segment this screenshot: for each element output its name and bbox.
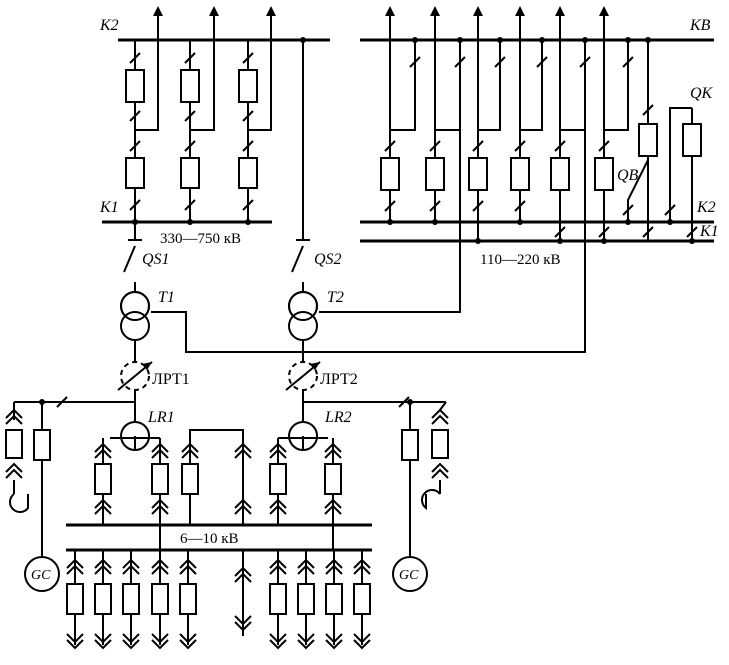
transformer-t1 <box>120 291 150 362</box>
circuit-breaker <box>238 69 258 103</box>
label-gc-left: GC <box>31 568 51 583</box>
circuit-breaker <box>125 69 145 103</box>
transformer-t2 <box>288 291 318 362</box>
label-lrt1: ЛРТ1 <box>152 371 190 388</box>
hv-switchgear <box>102 6 330 294</box>
circuit-breaker <box>594 157 614 191</box>
sectional-breaker <box>682 123 702 157</box>
circuit-breaker <box>238 157 258 189</box>
label-kb: KB <box>689 17 711 34</box>
label-hv-voltage: 330—750 кВ <box>160 231 241 247</box>
label-lv-voltage: 6—10 кВ <box>180 531 239 547</box>
label-k1-left: K1 <box>99 199 119 216</box>
label-qs2: QS2 <box>314 251 342 268</box>
label-k1-right: K1 <box>699 223 719 240</box>
label-qs1: QS1 <box>142 251 170 268</box>
label-lr1: LR1 <box>147 409 175 426</box>
label-k2-right: K2 <box>696 199 716 216</box>
circuit-breaker <box>380 157 400 191</box>
regulator-lrt2 <box>285 361 321 402</box>
lv-switchgear <box>5 396 449 649</box>
circuit-breaker <box>425 157 445 191</box>
circuit-breaker <box>468 157 488 191</box>
circuit-breaker <box>180 69 200 103</box>
circuit-breaker <box>125 157 145 189</box>
label-lr2: LR2 <box>324 409 352 426</box>
hv-bay <box>125 6 163 222</box>
label-gc-right: GC <box>399 568 419 583</box>
label-qk: QK <box>690 85 714 102</box>
label-mv-voltage: 110—220 кВ <box>480 252 561 268</box>
mv-switchgear <box>151 6 714 353</box>
label-t1: T1 <box>158 289 175 306</box>
hv-bay <box>180 6 219 222</box>
bus-coupler-breaker <box>638 123 658 157</box>
label-k2-left: K2 <box>99 17 119 34</box>
circuit-breaker <box>510 157 530 191</box>
label-qb: QB <box>617 167 639 184</box>
circuit-breaker <box>550 157 570 191</box>
label-t2: T2 <box>327 289 344 306</box>
regulator-lrt1 <box>117 361 153 402</box>
circuit-breaker <box>180 157 200 189</box>
hv-bay <box>238 6 276 222</box>
outgoing-feeders <box>66 550 371 649</box>
label-lrt2: ЛРТ2 <box>320 371 358 388</box>
